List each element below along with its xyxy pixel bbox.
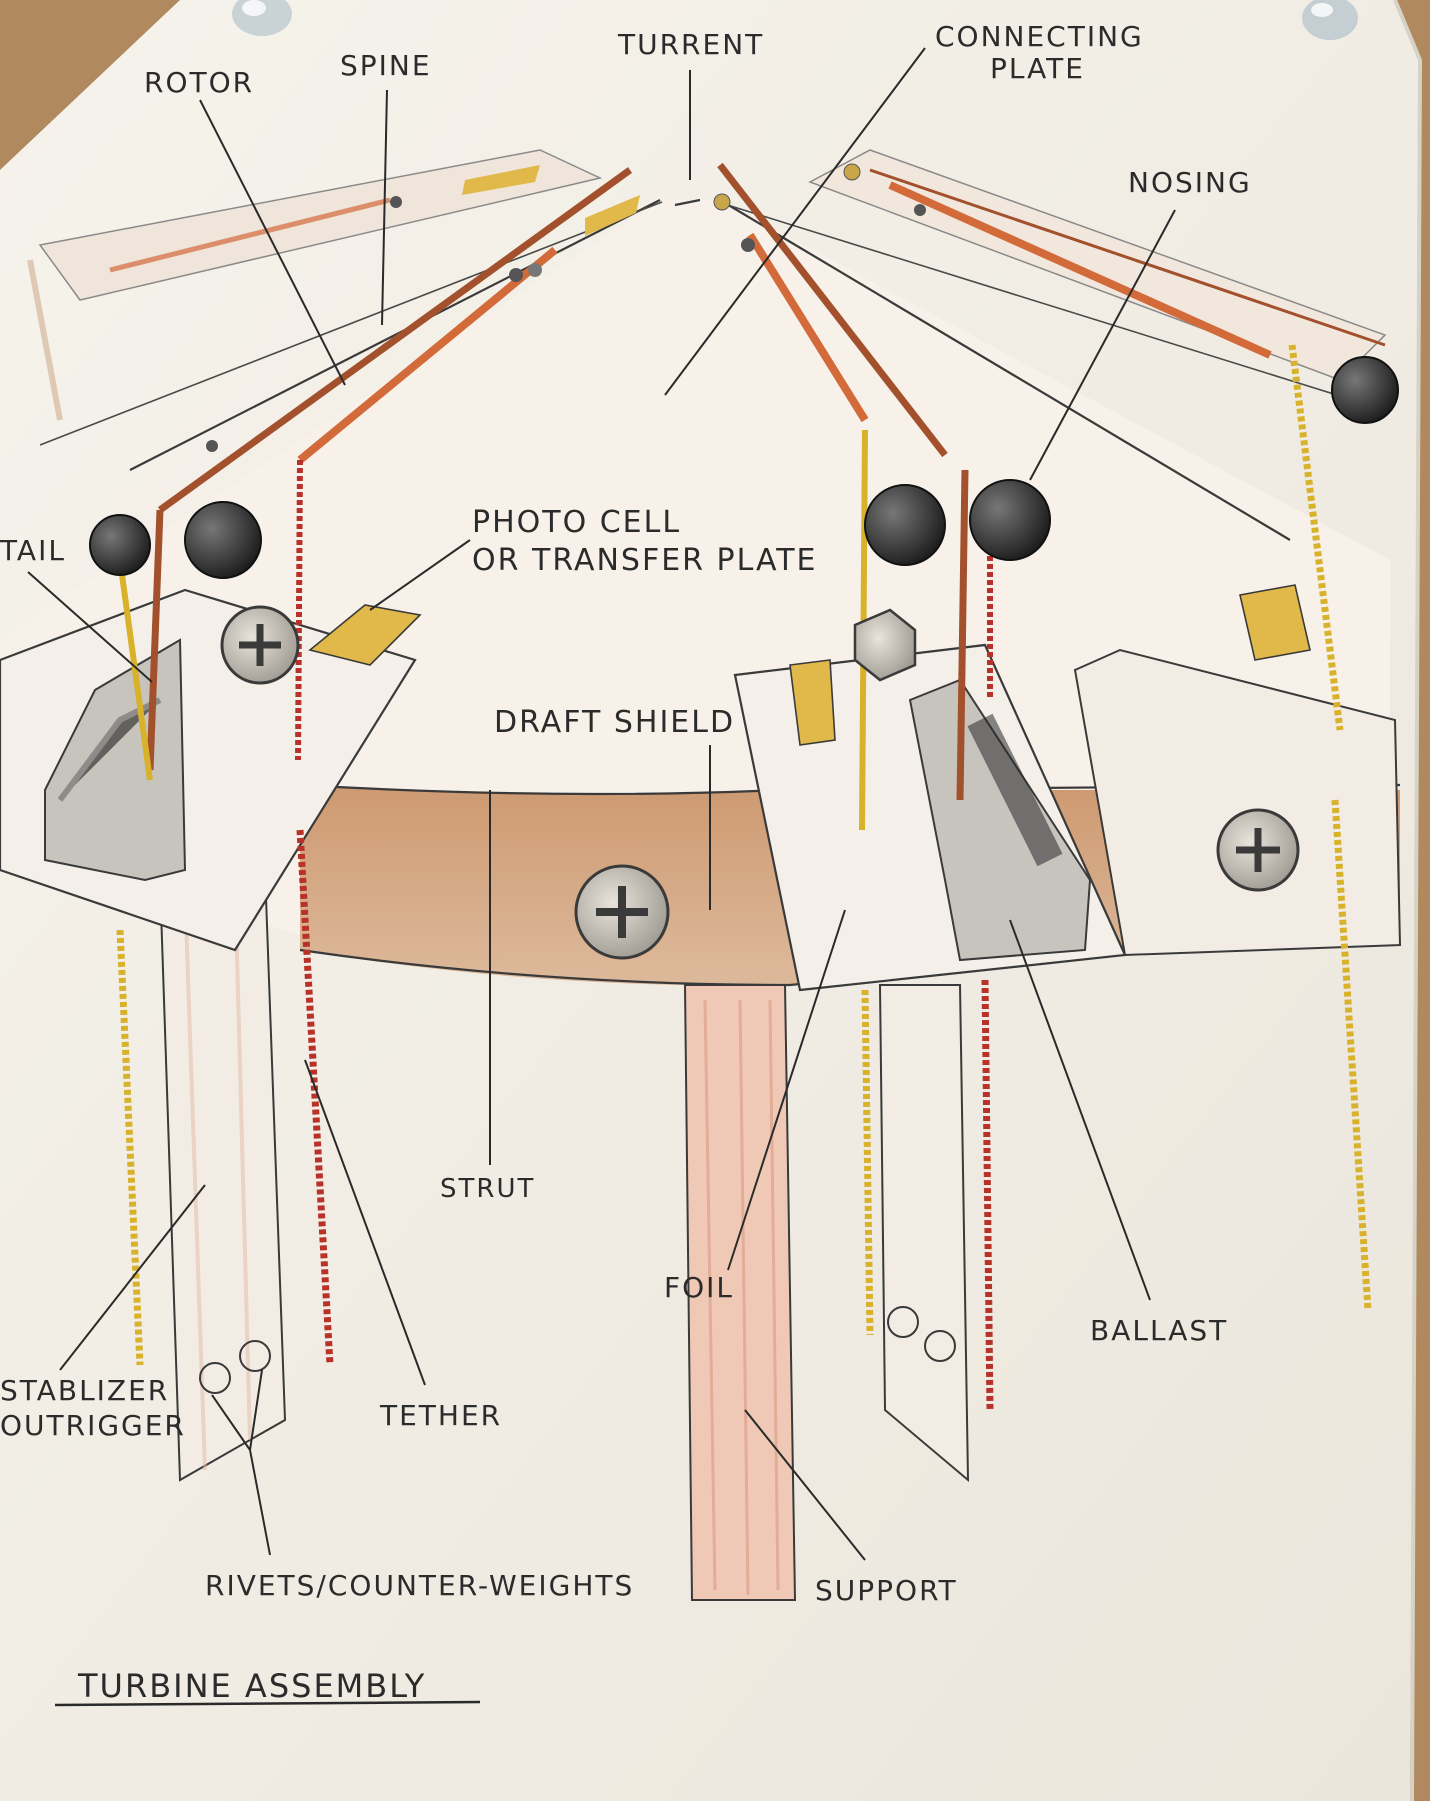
sketch-title: TURBINE ASSEMBLY	[77, 1667, 426, 1705]
spine-bolts	[206, 163, 926, 452]
center-support	[683, 984, 797, 1601]
label-foil: FOIL	[664, 1271, 734, 1304]
label-photo-cell-line1: PHOTO CELL	[472, 505, 681, 540]
label-stabilizer-line1: STABLIZER	[0, 1374, 169, 1407]
left-strut-plate	[158, 868, 287, 1482]
label-ballast: BALLAST	[1090, 1314, 1228, 1347]
screw-icon	[853, 608, 917, 682]
right-strut-plate	[878, 984, 970, 1483]
screw-icon	[1216, 808, 1300, 892]
screw-icon	[574, 864, 670, 960]
label-spine: SPINE	[340, 49, 432, 82]
label-support: SUPPORT	[815, 1574, 958, 1607]
label-tether: TETHER	[379, 1399, 502, 1432]
label-stabilizer-line2: OUTRIGGER	[0, 1409, 186, 1442]
label-rotor: ROTOR	[144, 66, 254, 99]
push-pin-icon	[1302, 0, 1358, 40]
label-connecting-plate-line1: CONNECTING	[935, 20, 1144, 53]
rivet-icon	[199, 1362, 231, 1394]
photo-cell-plates	[308, 165, 1311, 746]
screw-icon	[220, 605, 300, 685]
rivet-icon	[924, 1330, 956, 1362]
label-tail: TAIL	[0, 534, 66, 567]
title-underline	[54, 1700, 481, 1707]
rivet-icon	[887, 1306, 919, 1338]
rotor-rods	[109, 162, 1386, 801]
label-rivets-counter-weights: RIVETS/COUNTER-WEIGHTS	[205, 1569, 634, 1602]
push-pin-icon	[232, 0, 292, 36]
nosing-balls	[89, 356, 1399, 579]
label-strut: STRUT	[440, 1174, 535, 1204]
label-connecting-plate-line2: PLATE	[990, 52, 1085, 85]
label-photo-cell-line2: OR TRANSFER PLATE	[472, 543, 818, 578]
label-draft-shield: DRAFT SHIELD	[494, 705, 735, 740]
label-turrent: TURRENT	[617, 28, 764, 61]
back-blades	[27, 149, 1387, 421]
callout-labels: ROTOR SPINE TURRENT CONNECTING PLATE NOS…	[0, 20, 1252, 1607]
tethers	[295, 459, 994, 1411]
rivet-icon	[239, 1340, 271, 1372]
label-nosing: NOSING	[1128, 166, 1252, 199]
paper-edge	[1393, 0, 1423, 1801]
leader-lines	[27, 47, 1176, 1561]
